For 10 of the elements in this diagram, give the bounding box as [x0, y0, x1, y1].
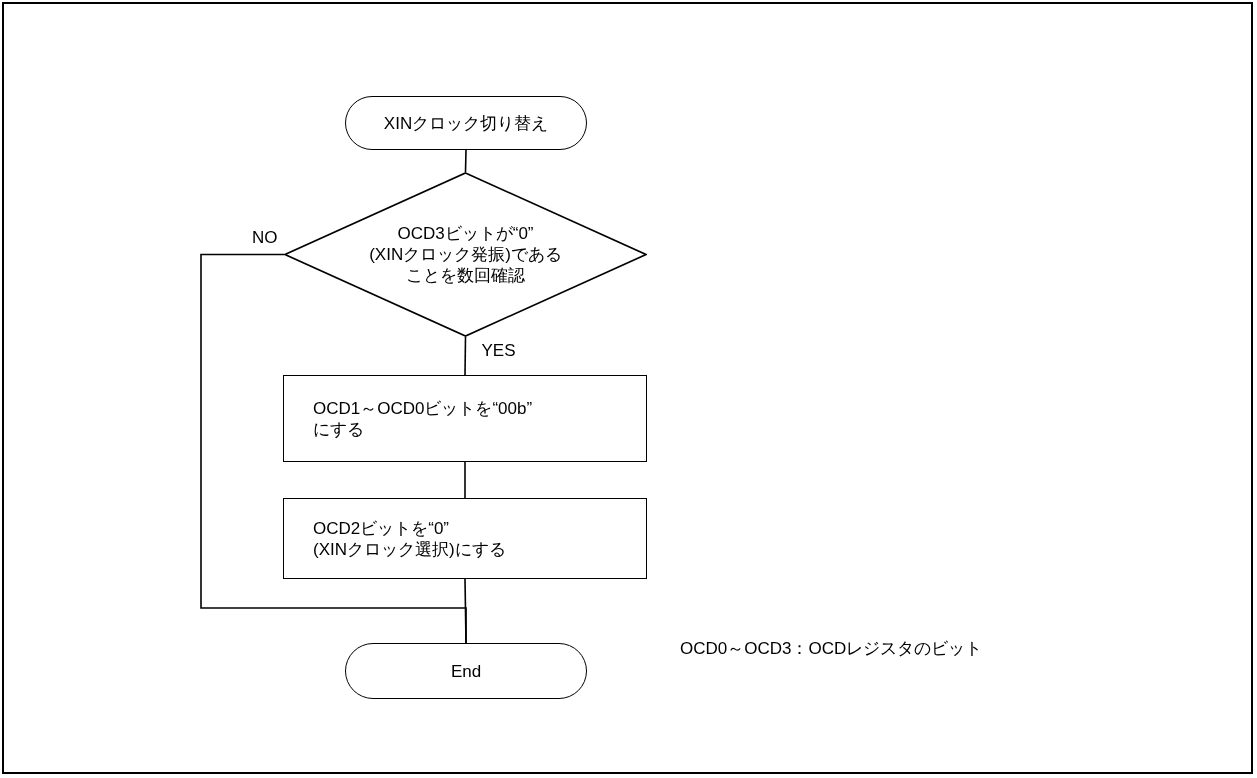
connector-line — [464, 336, 467, 376]
process-box: OCD2ビットを“0”(XINクロック選択)にする — [283, 498, 647, 579]
connector-line — [464, 461, 466, 499]
connector-line — [200, 253, 467, 644]
terminal-box: XINクロック切り替え — [345, 96, 587, 150]
decision-diamond: OCD3ビットが“0”(XINクロック発振)であることを数回確認 — [284, 172, 647, 337]
terminal-box: End — [345, 643, 587, 699]
connector-line — [464, 149, 467, 173]
note-text: OCD0～OCD3：OCDレジスタのビット — [680, 638, 983, 660]
process-box: OCD1～OCD0ビットを“00b”にする — [283, 375, 647, 462]
